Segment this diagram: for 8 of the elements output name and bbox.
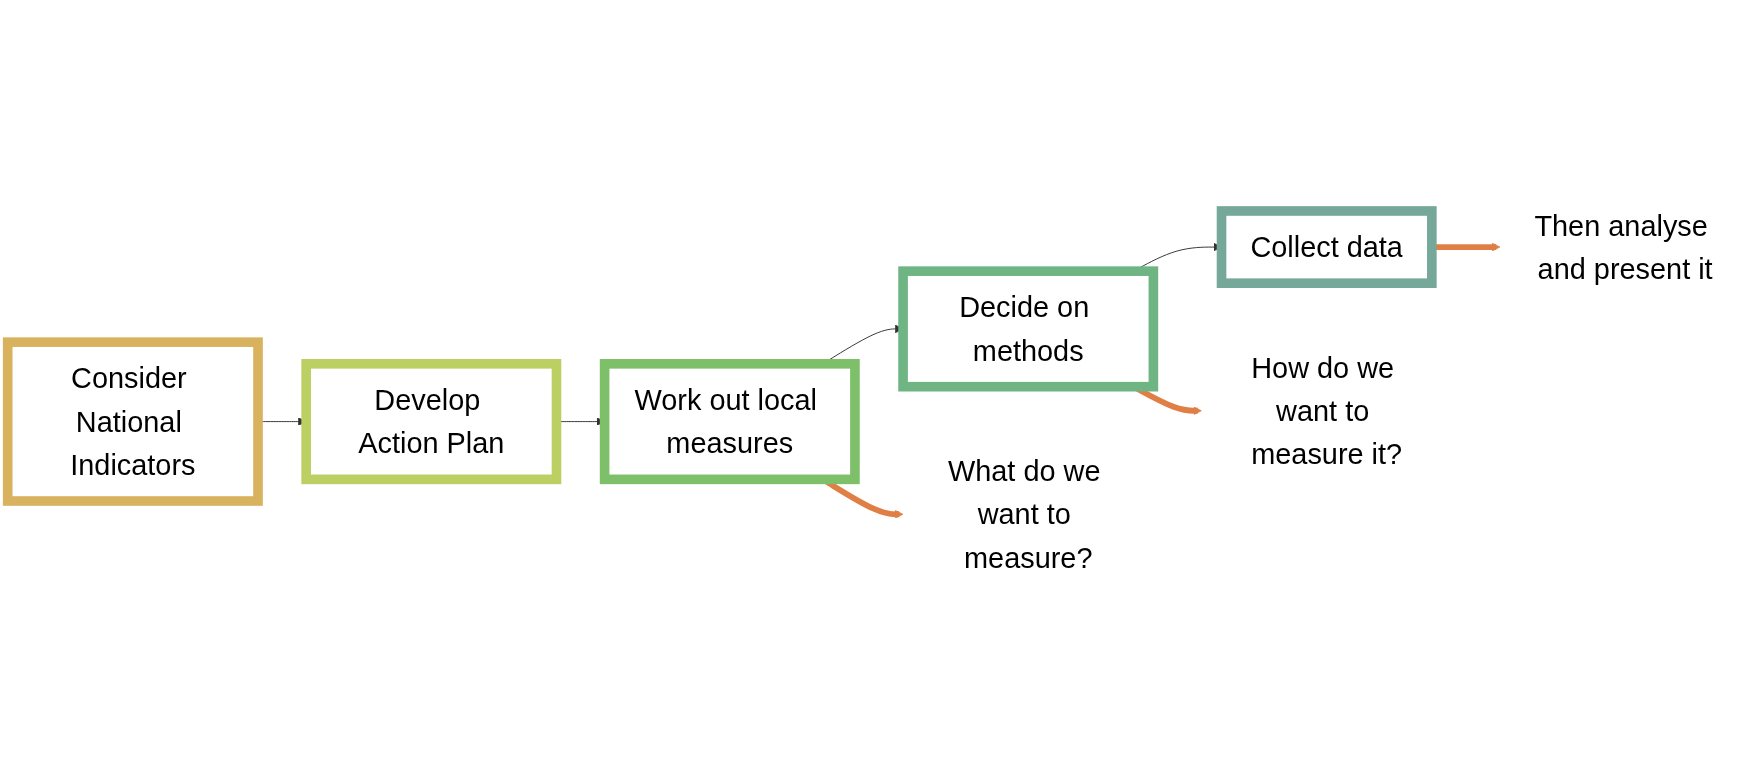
- node-box: Work out local measures: [599, 359, 860, 485]
- node-box: Consider National Indicators: [2, 337, 263, 506]
- node-text: Then analyse and present it: [1534, 209, 1713, 285]
- node-text: How do we want to measure it?: [1251, 351, 1403, 470]
- node-box: Decide on methods: [898, 266, 1159, 392]
- node-box: Collect data: [1216, 206, 1437, 288]
- node-box: Develop Action Plan: [301, 359, 562, 485]
- node-text: What do we want to measure?: [947, 455, 1101, 574]
